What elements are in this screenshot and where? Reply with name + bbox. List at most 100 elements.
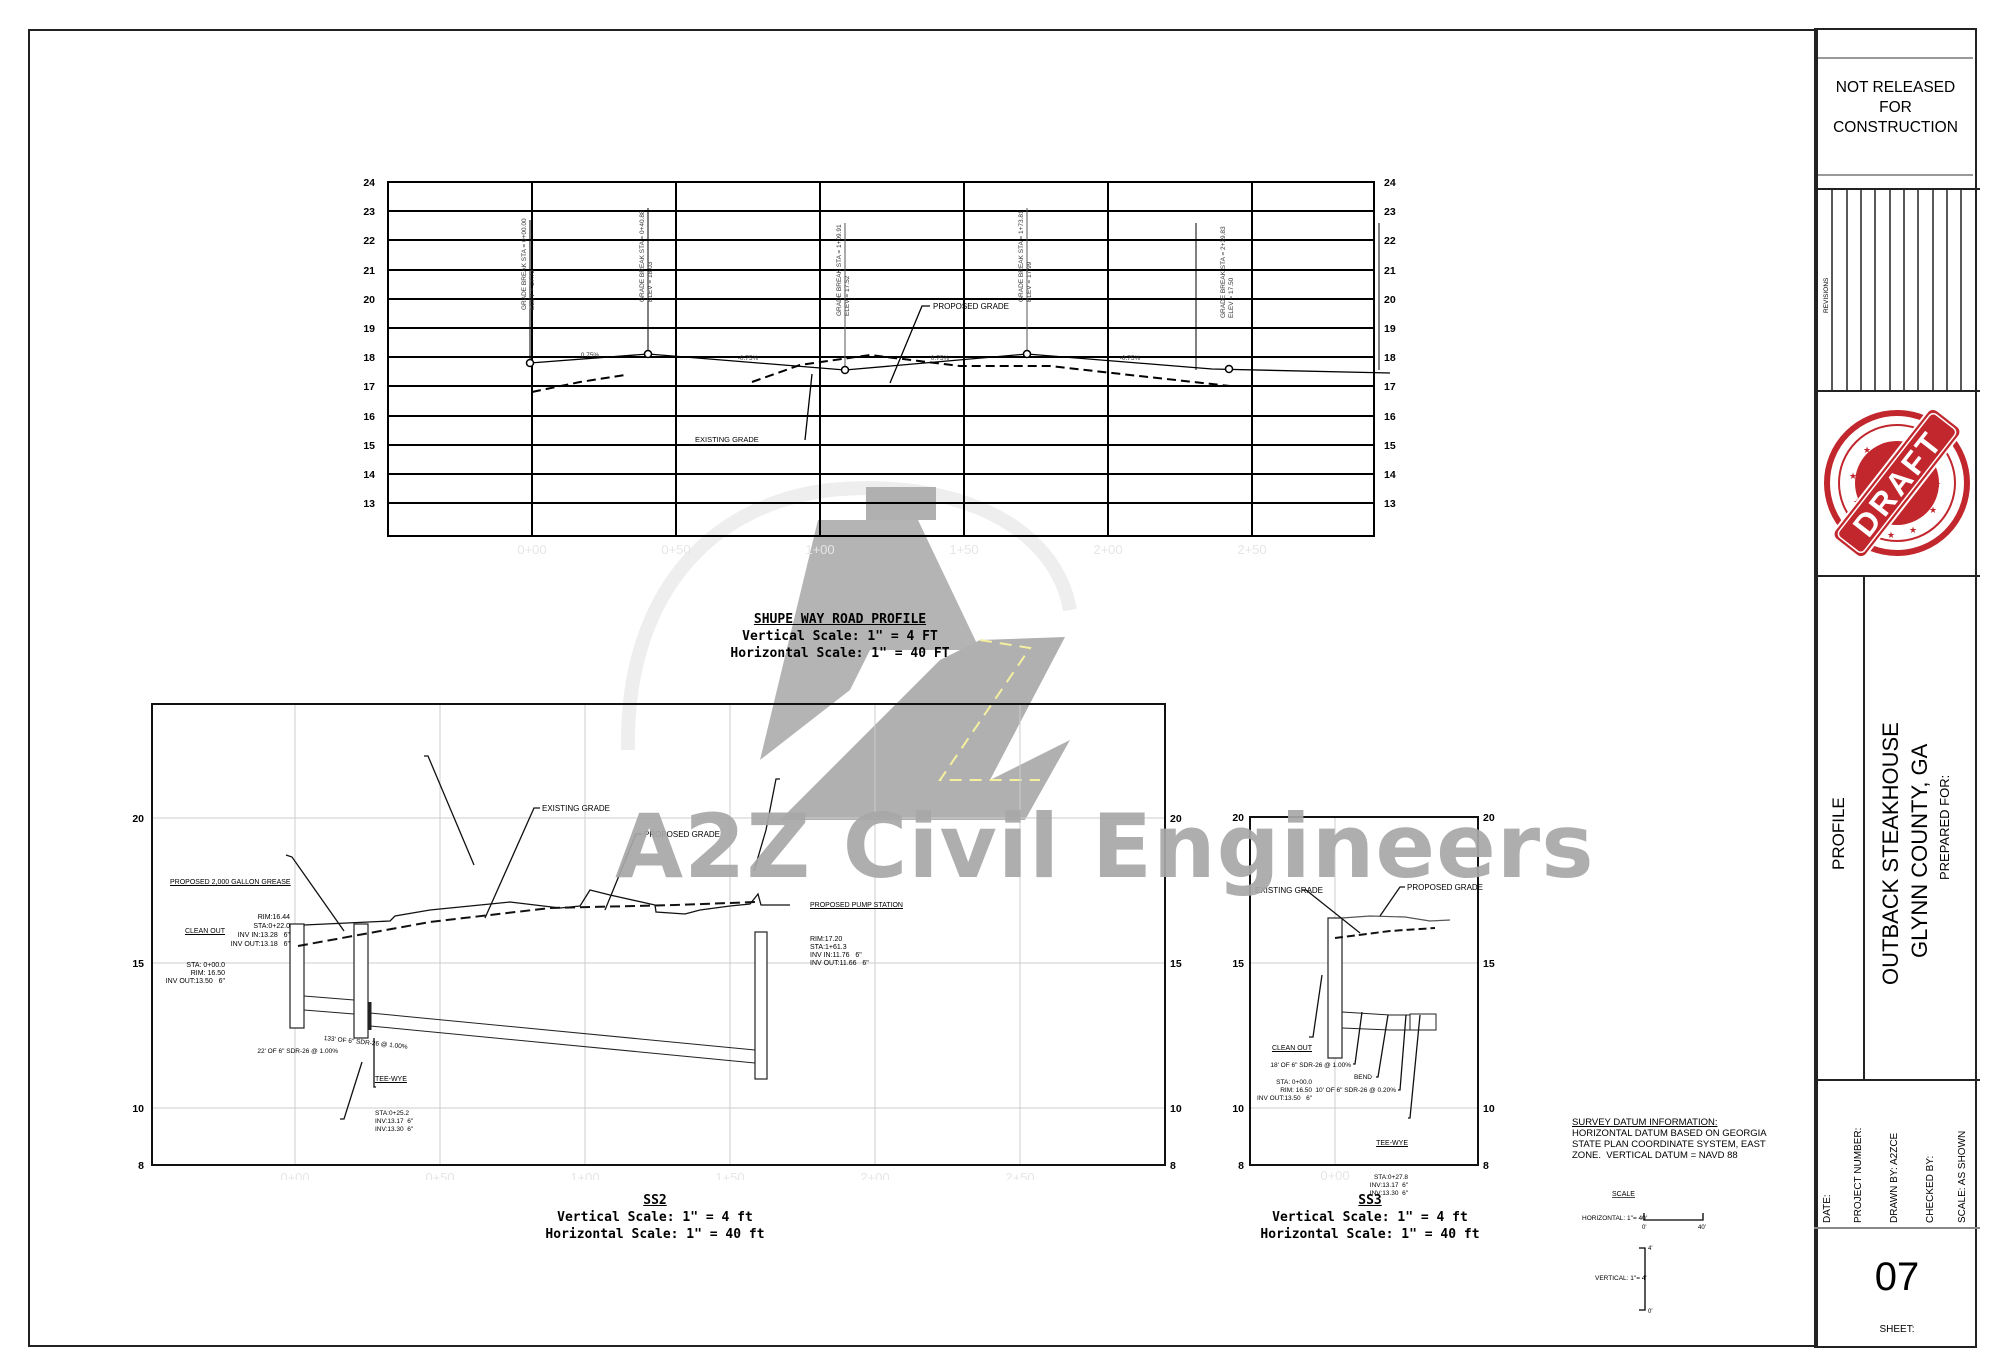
road-profile-chart: 24 23 22 21 20 19 18 17 16 15 14 13 24 2… <box>363 177 1396 557</box>
grease-trap-callout: PROPOSED 2,000 GALLON GREASE RIM:16.44 S… <box>170 853 291 961</box>
y-tick: 10 <box>1232 1103 1244 1115</box>
grade-break-label: GRADE BREAK STA = 0+00.00 <box>521 218 528 310</box>
pipe-label: 10' OF 6" SDR-26 @ 0.20% <box>1315 1087 1396 1094</box>
ss3-vertical-scale: Vertical Scale: 1" = 4 ft <box>1272 1210 1468 1225</box>
y-tick-right: 8 <box>1483 1160 1489 1172</box>
existing-grade-label: EXISTING GRADE <box>542 804 610 813</box>
ss2-title: SS2 <box>643 1193 667 1208</box>
y-tick-right: 20 <box>1483 812 1495 824</box>
slope-label: 0.75% <box>931 355 950 362</box>
y-tick-right: 15 <box>1384 440 1396 452</box>
revisions-label: REVISIONS <box>1823 277 1830 313</box>
y-tick: 16 <box>363 411 375 423</box>
y-tick-right: 23 <box>1384 206 1396 218</box>
sheet-title: PROFILE <box>1829 797 1848 870</box>
tee-wye-details: STA:0+27.8 INV:13.17 6" INV:13.30 6" <box>1369 1174 1408 1197</box>
project-name: OUTBACK STEAKHOUSE <box>1878 722 1903 985</box>
existing-grade-label: EXISTING GRADE <box>695 435 759 444</box>
grade-break-label: GRADE BREAK STA = 2+39.83 <box>1220 226 1227 318</box>
status-line: FOR <box>1879 99 1912 116</box>
y-tick: 18 <box>363 352 375 364</box>
ss2-horizontal-scale: Horizontal Scale: 1" = 40 ft <box>545 1227 765 1242</box>
grade-break-elev: ELEV = 17.99 <box>1026 261 1033 302</box>
road-profile-vertical-scale: Vertical Scale: 1" = 4 FT <box>742 629 938 644</box>
y-tick-right: 10 <box>1170 1103 1182 1115</box>
x-tick: 2+50 <box>1005 1170 1034 1180</box>
prepared-for-label: PREPARED FOR: <box>1937 774 1952 880</box>
y-tick-right: 15 <box>1483 958 1495 970</box>
watermark-text: A2Z Civil Engineers <box>615 795 1595 898</box>
y-tick-right: 21 <box>1384 265 1396 277</box>
svg-text:★: ★ <box>1887 530 1895 540</box>
scale-title: SCALE <box>1612 1191 1635 1198</box>
divider <box>1818 57 1973 59</box>
ss2-profile-chart: 20 15 10 8 20 15 10 8 0+00 0+50 1+00 1+5… <box>132 703 1182 1180</box>
date-label: DATE: <box>1822 1194 1833 1223</box>
y-tick-right: 16 <box>1384 411 1396 423</box>
divider <box>1814 1079 1980 1081</box>
existing-grade-label: EXISTING GRADE <box>1255 886 1323 895</box>
project-number-label: PROJECT NUMBER: <box>1853 1127 1864 1223</box>
road-profile-title: SHUPE WAY ROAD PROFILE <box>753 612 927 627</box>
slope-label: -0.75% <box>738 355 759 362</box>
ss3-profile-chart: 20 15 10 8 20 15 10 8 0+00 EXISTING GRAD… <box>1232 812 1495 1180</box>
y-tick: 22 <box>363 235 375 247</box>
road-profile-horizontal-scale: Horizontal Scale: 1" = 40 FT <box>730 646 950 661</box>
y-tick-right: 17 <box>1384 381 1396 393</box>
scale-v-top: 4' <box>1648 1246 1652 1252</box>
project-location: GLYNN COUNTY, GA <box>1907 743 1932 958</box>
x-tick: 2+00 <box>860 1170 889 1180</box>
road-profile-caption: SHUPE WAY ROAD PROFILE Vertical Scale: 1… <box>720 611 960 662</box>
tee-wye-title: TEE-WYE <box>1376 1140 1408 1147</box>
release-status: NOT RELEASED FOR CONSTRUCTION <box>1816 78 1975 138</box>
x-tick: 2+50 <box>1237 542 1266 557</box>
sheet-border <box>28 29 1818 1347</box>
y-tick: 8 <box>138 1160 144 1172</box>
y-tick-right: 15 <box>1170 958 1182 970</box>
y-tick: 20 <box>132 813 144 825</box>
svg-text:★: ★ <box>1863 445 1871 455</box>
y-tick-right: 19 <box>1384 323 1396 335</box>
cleanout-callout: CLEAN OUT STA: 0+00.0 RIM: 16.50 INV OUT… <box>160 902 225 998</box>
cleanout-title: CLEAN OUT <box>184 928 225 935</box>
y-tick-right: 22 <box>1384 235 1396 247</box>
cleanout-title: CLEAN OUT <box>1271 1045 1312 1052</box>
x-tick: 2+00 <box>1093 542 1122 557</box>
x-tick: 0+50 <box>661 542 690 557</box>
x-tick: 1+00 <box>570 1170 599 1180</box>
ss3-tee-wye-callout: TEE-WYE STA:0+27.8 INV:13.17 6" INV:13.3… <box>1360 1114 1408 1210</box>
y-tick: 15 <box>363 440 375 452</box>
vertical-scale-label: VERTICAL: 1"= 4' <box>1595 1275 1647 1282</box>
tee-wye-details: STA:0+25.2 INV:13.17 6" INV:13.30 6" <box>375 1110 414 1133</box>
x-tick: 1+50 <box>715 1170 744 1180</box>
pump-station-details: RIM:17.20 STA:1+61.3 INV IN:11.76 6" INV… <box>810 936 869 967</box>
svg-text:★: ★ <box>1909 525 1917 535</box>
tee-wye-title: TEE-WYE <box>375 1076 407 1083</box>
y-tick: 24 <box>363 177 375 189</box>
y-tick: 14 <box>363 469 375 481</box>
checked-by-label: CHECKED BY: <box>1925 1155 1936 1223</box>
y-tick-right: 13 <box>1384 498 1396 510</box>
ss3-title: SS3 <box>1358 1193 1382 1208</box>
x-tick: 1+50 <box>949 542 978 557</box>
draft-stamp-icon: ★★★ ★★★★ DRAFT <box>1824 407 1970 559</box>
proposed-grade-label: PROPOSED GRADE <box>644 830 720 839</box>
ss2-vertical-scale: Vertical Scale: 1" = 4 ft <box>557 1210 753 1225</box>
survey-datum-title: SURVEY DATUM INFORMATION: <box>1572 1117 1718 1128</box>
grade-break-label: GRADE BREAK STA = 1+73.81 <box>1018 210 1025 302</box>
drawn-by-label: DRAWN BY: A2ZCE <box>1889 1132 1900 1223</box>
y-tick-right: 20 <box>1170 813 1182 825</box>
title-block <box>1814 28 1977 1348</box>
grade-break-elev: ELEV = 17.73 <box>529 269 536 310</box>
svg-text:★: ★ <box>1849 471 1857 481</box>
sheet-label: SHEET: <box>1879 1324 1915 1335</box>
y-tick: 10 <box>132 1103 144 1115</box>
y-tick: 20 <box>363 294 375 306</box>
x-tick: 1+00 <box>805 542 834 557</box>
svg-text:★: ★ <box>1933 479 1941 489</box>
y-tick-right: 24 <box>1384 177 1396 189</box>
pipe-label: 22' OF 6" SDR-26 @ 1.00% <box>257 1048 338 1055</box>
y-tick: 15 <box>1232 958 1244 970</box>
grade-break-label: GRADE BREAK STA = 1+09.91 <box>836 224 843 316</box>
